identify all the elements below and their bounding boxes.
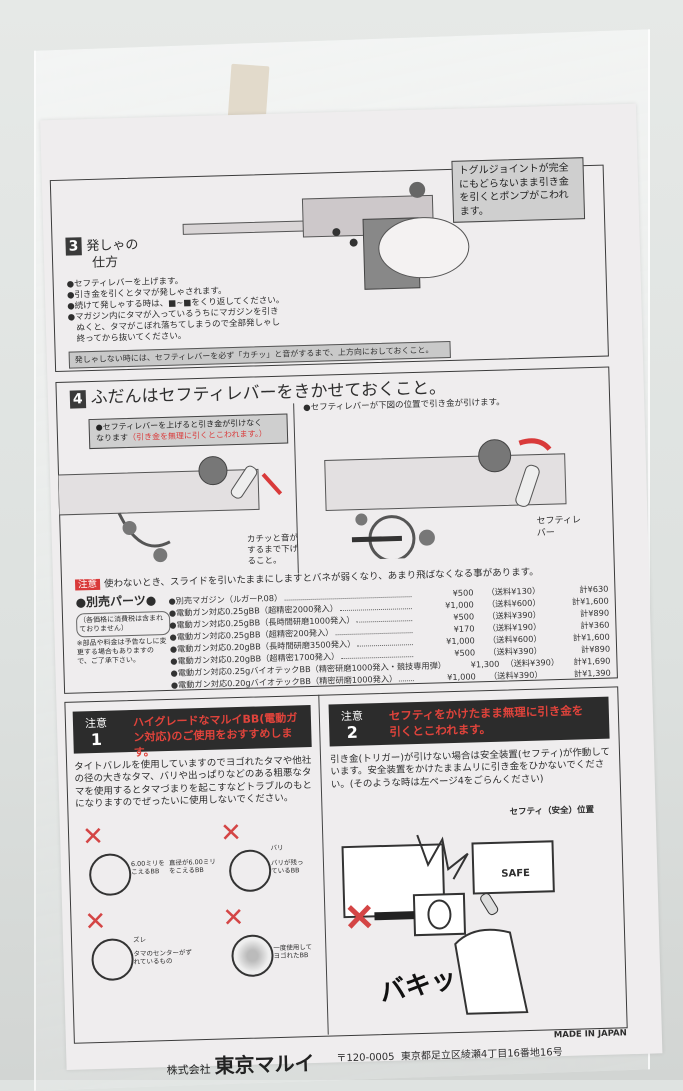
parts-price-list: ●別売マガジン（ルガーP.08）¥500（送料¥130）計¥630 ●電動ガン対… — [168, 583, 611, 691]
bb-example-label: バリが残っているBB — [270, 858, 304, 876]
bb-example-label: 一度使用してヨゴれたBB — [273, 943, 313, 961]
safe-marking: SAFE — [501, 867, 531, 880]
trigger-break-illustration — [341, 834, 555, 1015]
price-change-note: ※部品や料金は予告なしに変更する場合もありますので、ご了承下さい。 — [76, 636, 167, 666]
x-mark-icon: ✕ — [219, 817, 243, 849]
made-in-japan: MADE IN JAPAN — [553, 1028, 627, 1041]
caution-1-body: タイトバレルを使用していますのでヨゴれたタマや他社の径の大きなタマ、バリや出っぱ… — [74, 755, 313, 810]
tax-note: （各価格に消費税は含まれておりません） — [75, 610, 171, 638]
caution-2-body: 引き金(トリガー)が引けない場合は安全装置(セフティ)が作動しています。安全装置… — [329, 746, 611, 791]
pistol-safety-down-illustration — [324, 438, 567, 562]
pistol-safety-up-illustration — [57, 456, 283, 563]
bb-example-label: 直径が6.00ミリをこえるBB — [168, 857, 216, 876]
x-mark-icon: ✕ — [84, 906, 107, 938]
warning-tag: 注意 — [74, 578, 101, 591]
section-number-4: 4 — [69, 390, 86, 409]
caution-2-headline: セフティをかけたまま無理に引き金を引くとこわれます。 — [388, 703, 584, 739]
company-name: 株式会社東京マルイ — [166, 1051, 315, 1078]
click-caption: カチッと音がするまで下げること。 — [246, 533, 299, 567]
bb-example-label: タマのセンターがずれているもの — [133, 948, 193, 967]
safety-position-label: セフティ（安全）位置 — [509, 805, 595, 818]
x-mark-icon: ✕ — [81, 821, 105, 853]
section-number-3: 3 — [65, 237, 82, 256]
x-mark-icon: ✕ — [222, 902, 245, 934]
parts-title: ●別売パーツ● — [75, 593, 157, 610]
caution-1-headline: ハイグレードなマルイBB(電動ガン対応)のご使用をおすすめします。 — [132, 711, 298, 759]
toggle-joint-callout: トグルジョイントが完全にもどらないまま引き金を引くとポンプがこわれます。 — [451, 157, 586, 223]
section-3-bullets: ●セフティレバーを上げます。 ●引き金を引くとタマが発しゃされます。 ●続けて発… — [66, 276, 285, 345]
safety-lever-label: セフティレバー — [536, 515, 582, 539]
pistol-hand-illustration — [182, 181, 470, 290]
